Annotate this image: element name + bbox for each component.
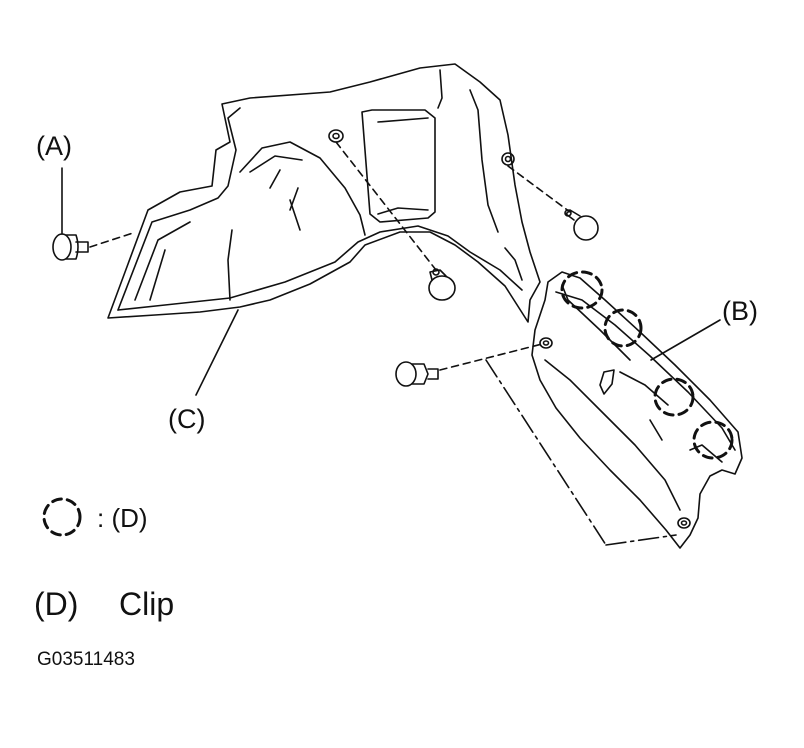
clip-fastener-icon (428, 268, 456, 301)
assembly-lines (89, 141, 571, 371)
trim-panel-c (107, 63, 541, 323)
trim-panel-b (531, 271, 743, 549)
definition-key: (D) (34, 586, 79, 622)
clip-d-markers (560, 270, 734, 460)
clip-fastener-icon (395, 361, 439, 387)
dashed-circle-icon (42, 497, 82, 537)
callout-b-label: (B) (722, 296, 758, 326)
callout-a-label: (A) (36, 131, 72, 161)
figure-code: G03511483 (37, 649, 135, 670)
clip-fastener-icon (564, 209, 599, 241)
assembly-chain-lines (485, 359, 677, 546)
legend-text: : (D) (97, 503, 148, 533)
callout-c-label: (C) (168, 404, 206, 434)
callout-leaders (61, 167, 721, 396)
clip-a-icon (52, 233, 89, 261)
definition-value: Clip (119, 586, 175, 622)
